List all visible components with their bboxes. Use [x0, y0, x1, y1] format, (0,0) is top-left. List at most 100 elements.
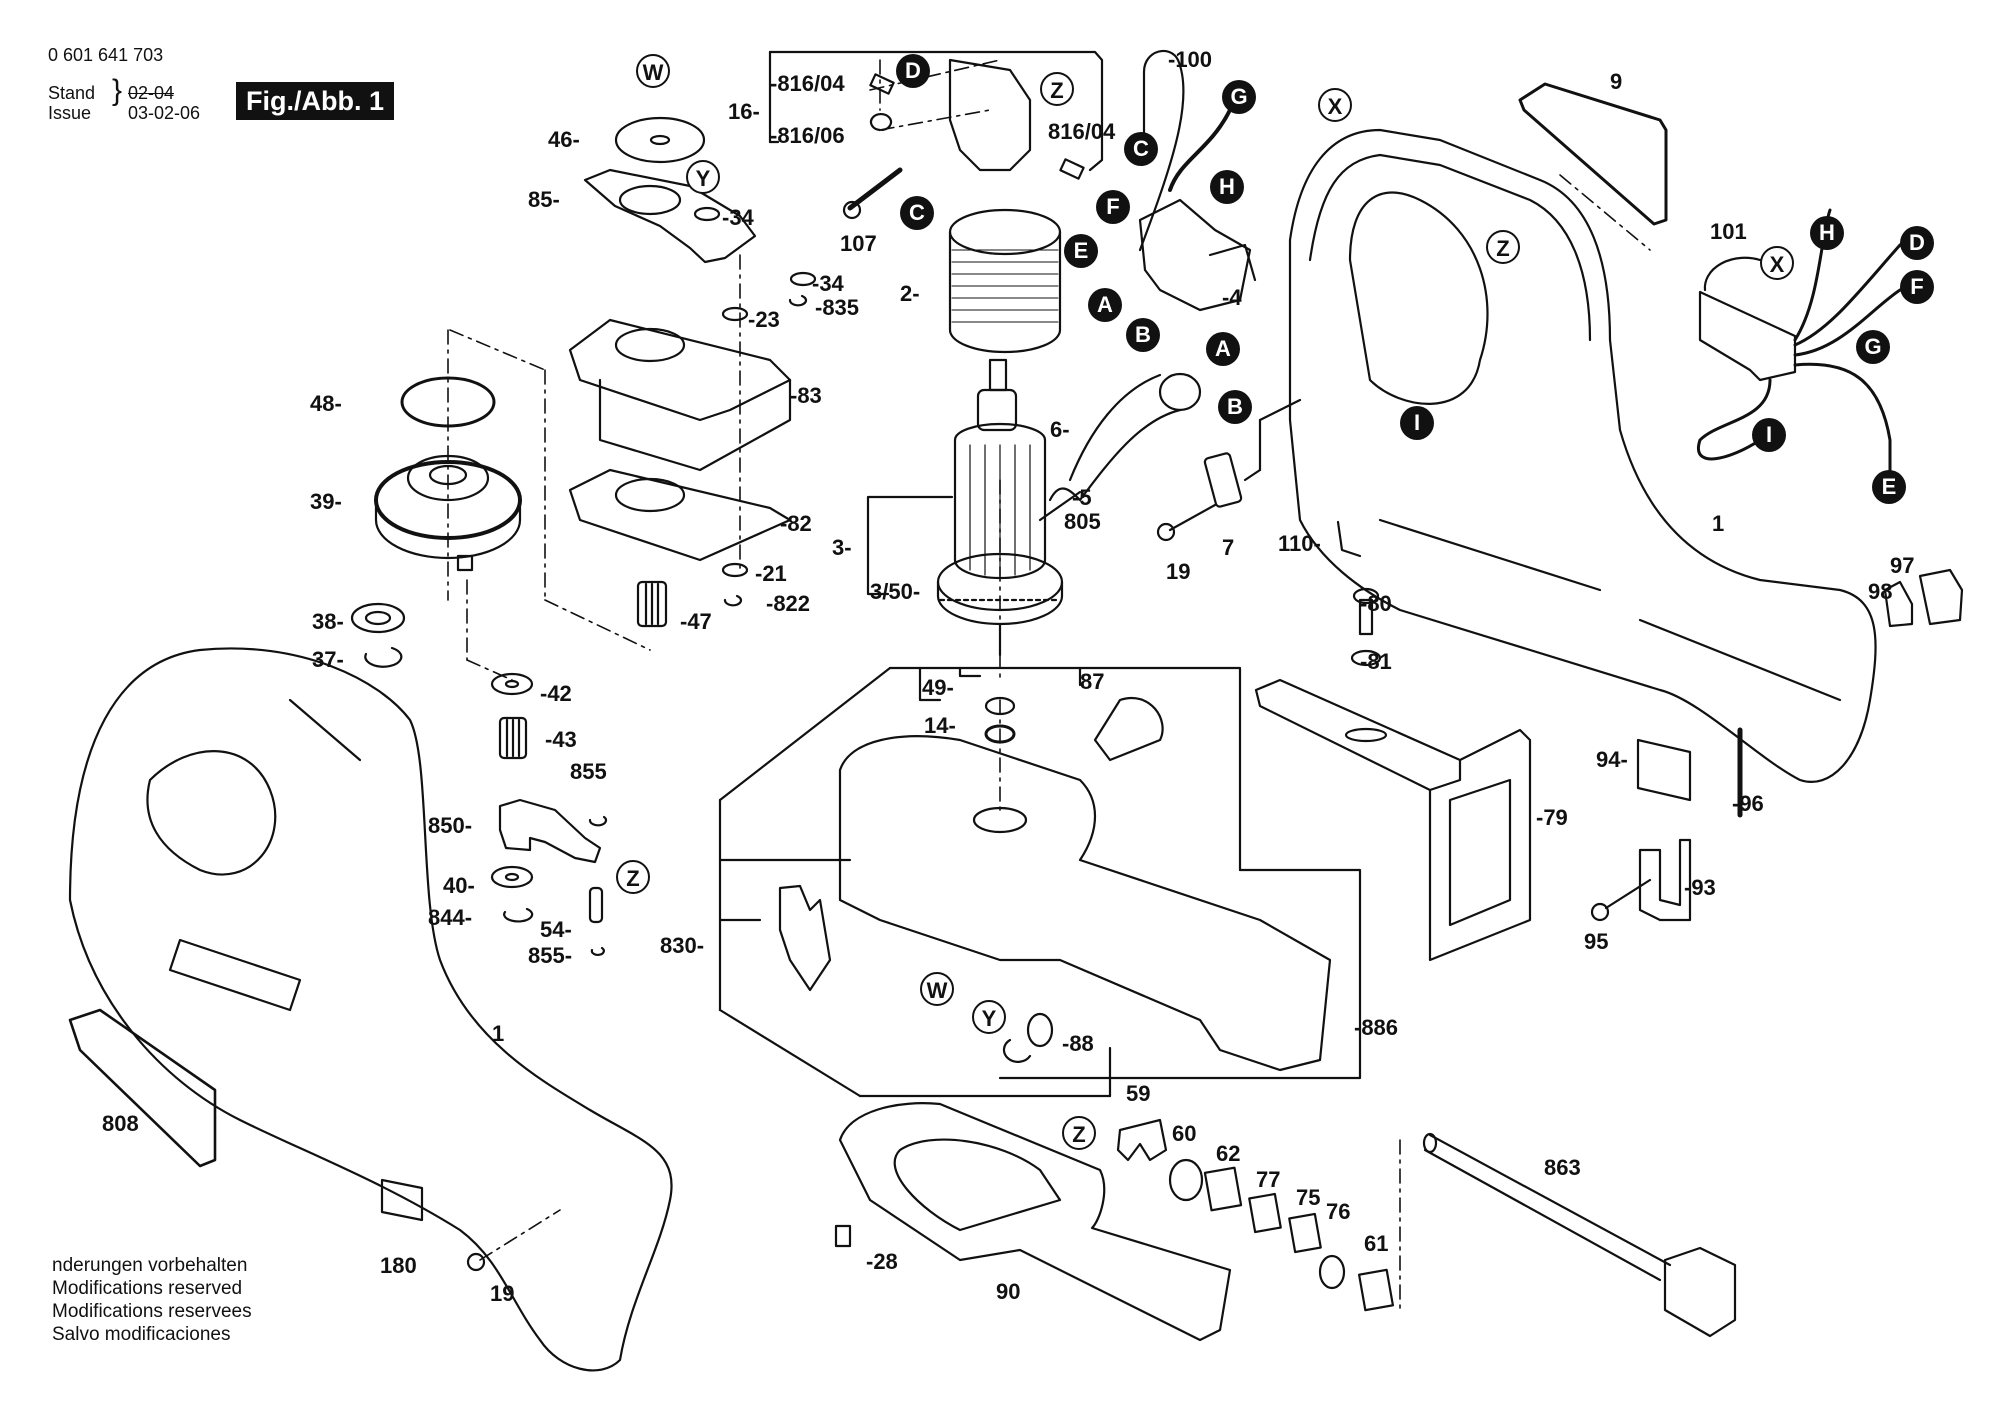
- reference-marker-h: H: [1810, 216, 1844, 250]
- part-label: 855-: [528, 943, 573, 968]
- part-label: -100: [1168, 47, 1213, 72]
- part-80-81: [1350, 587, 1382, 667]
- part-label: 107: [840, 231, 877, 256]
- note-line: Salvo modificaciones: [52, 1324, 231, 1345]
- part-label: 2-: [900, 281, 920, 306]
- reference-marker-x: X: [1318, 88, 1352, 122]
- part-label: -79: [1536, 805, 1568, 830]
- part-label: 1: [492, 1021, 505, 1046]
- part-1-housing-left: [68, 647, 673, 1372]
- part-label: 76: [1326, 1199, 1351, 1224]
- part-label: 49-: [922, 675, 954, 700]
- part-79-shoe: [1254, 678, 1532, 962]
- part-label: 39-: [310, 489, 342, 514]
- part-label: 62: [1216, 1141, 1241, 1166]
- bracket-830-886: [718, 666, 1362, 1098]
- part-4-switch: [1138, 198, 1257, 312]
- part-label: -93: [1684, 875, 1716, 900]
- part-1-housing-right: [1288, 128, 1877, 783]
- reference-marker-w: W: [636, 54, 670, 88]
- reference-marker-d: D: [1900, 226, 1934, 260]
- part-label: -96: [1732, 791, 1764, 816]
- issue-date: 03-02-06: [128, 103, 201, 123]
- reference-marker-g: G: [1856, 330, 1890, 364]
- part-label: 830-: [660, 933, 705, 958]
- reference-marker-e: E: [1064, 234, 1098, 268]
- part-label: 97: [1890, 553, 1915, 578]
- reference-marker-f: F: [1096, 190, 1130, 224]
- part-label: 7: [1222, 535, 1235, 560]
- part-label: -47: [680, 609, 712, 634]
- part-label: 94-: [1596, 747, 1628, 772]
- part-label: 14-: [924, 713, 956, 738]
- part-label: -21: [755, 561, 787, 586]
- reference-marker-b: B: [1218, 390, 1252, 424]
- part-label: -80: [1360, 591, 1392, 616]
- part-110-lever: [1336, 520, 1362, 558]
- part-label: 37-: [312, 647, 344, 672]
- part-label: 816/04: [1048, 119, 1116, 144]
- reference-marker-z: Z: [1486, 230, 1520, 264]
- part-46-disc: [614, 116, 706, 164]
- part-linkage-850: [490, 672, 608, 956]
- reference-marker-b: B: [1126, 318, 1160, 352]
- part-9-cover: [1518, 82, 1668, 251]
- part-label: 98: [1868, 579, 1893, 604]
- reference-marker-z: Z: [1040, 72, 1074, 106]
- reference-marker-g: G: [1222, 80, 1256, 114]
- part-label: 855: [570, 759, 607, 784]
- part-label: 16-: [728, 99, 760, 124]
- reference-marker-d: D: [896, 54, 930, 88]
- part-863-rod: [1422, 1132, 1737, 1338]
- part-label: -886: [1354, 1015, 1399, 1040]
- part-label: 19: [490, 1281, 515, 1306]
- part-label: -83: [790, 383, 822, 408]
- part-48-39-gear: [350, 376, 522, 668]
- part-label: -835: [815, 295, 860, 320]
- part-label: -816/06: [770, 123, 845, 148]
- part-100-wire: [1138, 50, 1232, 252]
- modification-notes: nderungen vorbehalten Modifications rese…: [52, 1254, 252, 1346]
- part-label: 38-: [312, 609, 344, 634]
- part-label: 40-: [443, 873, 475, 898]
- part-label: 90: [996, 1279, 1021, 1304]
- part-label: -4: [1222, 285, 1242, 310]
- part-label: 87: [1080, 669, 1105, 694]
- part-label: 6-: [1050, 417, 1070, 442]
- part-label: 85-: [528, 187, 560, 212]
- bracket-16: [768, 50, 1104, 220]
- reference-marker-a: A: [1088, 288, 1122, 322]
- reference-marker-y: Y: [972, 1000, 1006, 1034]
- gear-housing: [778, 696, 1332, 1072]
- reference-marker-c: C: [900, 196, 934, 230]
- part-label: -23: [748, 307, 780, 332]
- reference-marker-x: X: [1760, 246, 1794, 280]
- part-label: 75: [1296, 1185, 1321, 1210]
- part-label: 48-: [310, 391, 342, 416]
- reference-marker-z: Z: [1062, 1116, 1096, 1150]
- old-date: 02-04: [128, 82, 175, 104]
- part-label: -28: [866, 1249, 898, 1274]
- issue-label: Issue: [48, 103, 92, 123]
- reference-marker-c: C: [1124, 132, 1158, 166]
- reference-marker-f: F: [1900, 270, 1934, 304]
- part-label: 95: [1584, 929, 1609, 954]
- part-label: 1: [1712, 511, 1725, 536]
- part-label: 850-: [428, 813, 473, 838]
- reference-marker-y: Y: [686, 160, 720, 194]
- bracket-3: [866, 495, 954, 596]
- note-line: Modifications reservees: [52, 1301, 252, 1322]
- part-label: 101: [1710, 219, 1747, 244]
- reference-marker-h: H: [1210, 170, 1244, 204]
- part-number: 0 601 641 703: [48, 45, 164, 65]
- part-label: 110-: [1278, 531, 1321, 556]
- part-label: -82: [780, 511, 812, 536]
- part-6-cord: [1038, 372, 1202, 522]
- part-label: 54-: [540, 917, 572, 942]
- reference-marker-i: I: [1400, 406, 1434, 440]
- part-label: 77: [1256, 1167, 1281, 1192]
- washers: [693, 206, 817, 607]
- part-label: -42: [540, 681, 572, 706]
- brace-icon: }: [112, 74, 123, 107]
